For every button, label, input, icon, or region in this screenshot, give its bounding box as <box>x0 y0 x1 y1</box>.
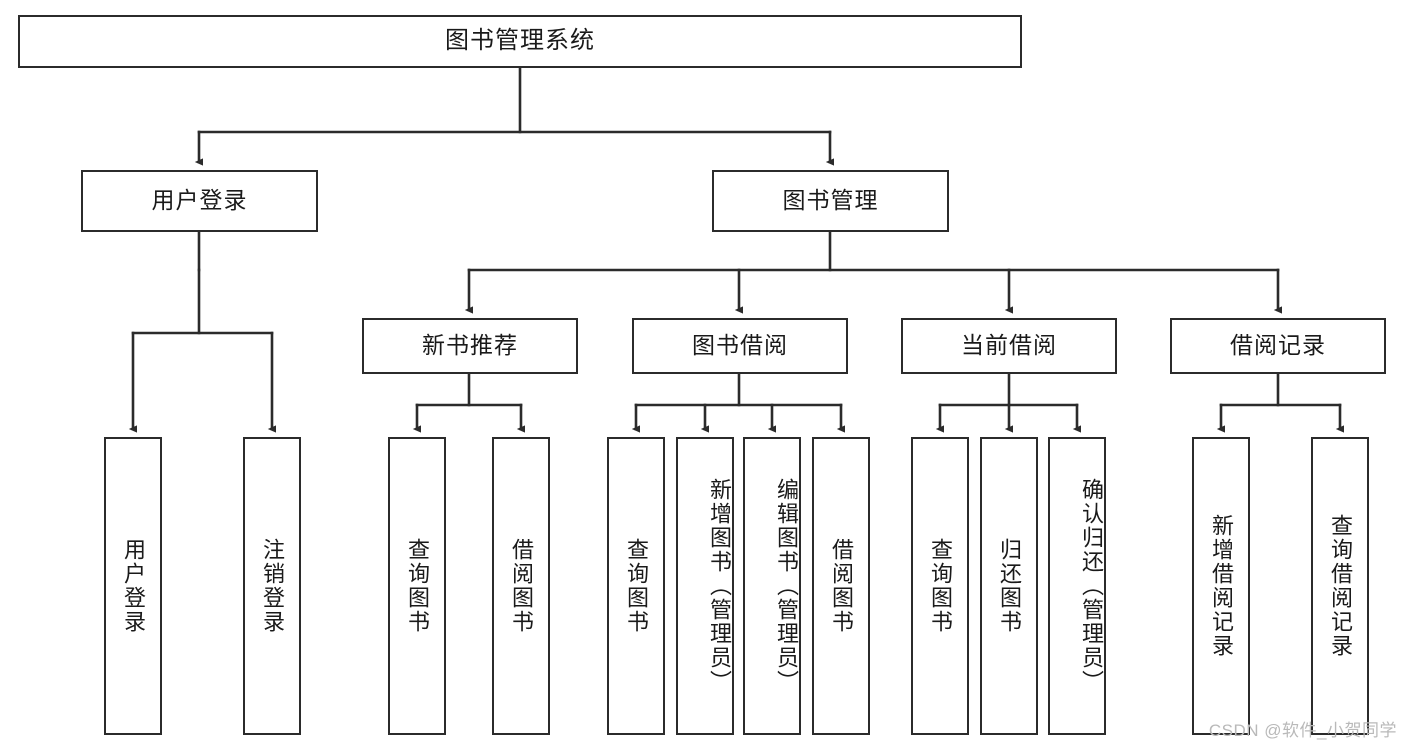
node-label: 借阅记录 <box>1230 332 1326 359</box>
leaf-book-borrow-add[interactable]: 新增图书（管理员） <box>676 437 734 735</box>
node-new-book-recommend[interactable]: 新书推荐 <box>362 318 578 374</box>
node-label: 查询借阅记录 <box>1327 514 1353 658</box>
leaf-book-borrow-edit[interactable]: 编辑图书（管理员） <box>743 437 801 735</box>
node-label: 归还图书 <box>996 538 1022 634</box>
leaf-borrow-record-query[interactable]: 查询借阅记录 <box>1311 437 1369 735</box>
node-book-management[interactable]: 图书管理 <box>712 170 949 232</box>
node-label: 用户登录 <box>120 538 146 634</box>
node-label: 新增图书（管理员） <box>707 478 732 694</box>
node-label: 借阅图书 <box>828 538 854 634</box>
node-current-borrow[interactable]: 当前借阅 <box>901 318 1117 374</box>
node-label: 新增借阅记录 <box>1208 514 1234 658</box>
node-label: 编辑图书（管理员） <box>774 478 799 694</box>
node-label: 用户登录 <box>151 187 248 214</box>
node-label: 借阅图书 <box>508 538 534 634</box>
leaf-book-borrow-borrow[interactable]: 借阅图书 <box>812 437 870 735</box>
node-book-borrow[interactable]: 图书借阅 <box>632 318 848 374</box>
leaf-borrow-record-add[interactable]: 新增借阅记录 <box>1192 437 1250 735</box>
node-label: 查询图书 <box>927 538 953 634</box>
csdn-watermark: CSDN @软件_小贺同学 <box>1208 721 1397 740</box>
leaf-user-login-signin[interactable]: 用户登录 <box>104 437 162 735</box>
leaf-current-borrow-confirm-return[interactable]: 确认归还（管理员） <box>1048 437 1106 735</box>
node-label: 确认归还（管理员） <box>1079 478 1104 694</box>
leaf-current-borrow-query[interactable]: 查询图书 <box>911 437 969 735</box>
leaf-user-login-signout[interactable]: 注销登录 <box>243 437 301 735</box>
node-label: 当前借阅 <box>961 332 1057 359</box>
leaf-book-borrow-query[interactable]: 查询图书 <box>607 437 665 735</box>
node-label: 查询图书 <box>404 538 430 634</box>
node-root-system[interactable]: 图书管理系统 <box>18 15 1022 68</box>
node-label: 图书借阅 <box>692 332 788 359</box>
node-label: 新书推荐 <box>422 332 518 359</box>
leaf-new-book-query[interactable]: 查询图书 <box>388 437 446 735</box>
node-borrow-record[interactable]: 借阅记录 <box>1170 318 1386 374</box>
leaf-new-book-borrow[interactable]: 借阅图书 <box>492 437 550 735</box>
node-user-login[interactable]: 用户登录 <box>81 170 318 232</box>
node-label: 图书管理 <box>782 187 879 214</box>
node-label: 查询图书 <box>623 538 649 634</box>
leaf-current-borrow-return[interactable]: 归还图书 <box>980 437 1038 735</box>
node-label: 图书管理系统 <box>445 27 595 55</box>
node-label: 注销登录 <box>259 538 285 634</box>
